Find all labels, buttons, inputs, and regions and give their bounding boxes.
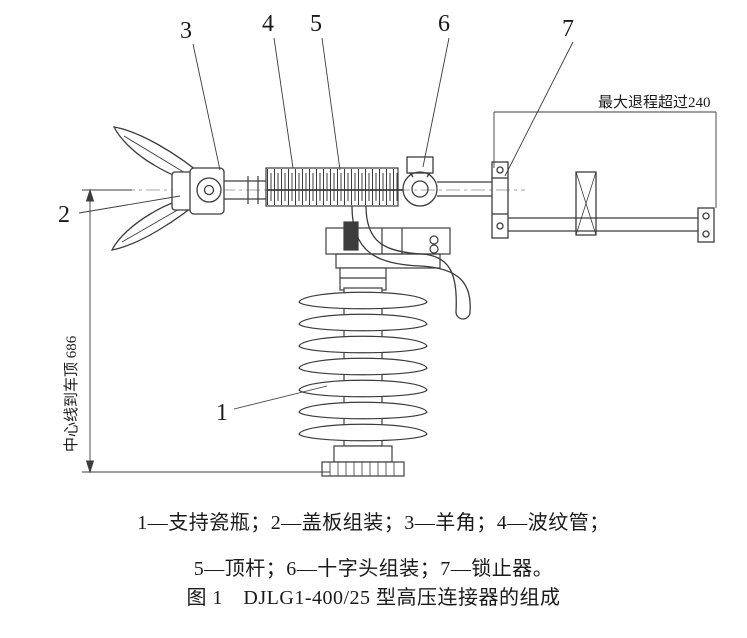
figure-captions: 1—支持瓷瓶；2—盖板组装；3—羊角；4—波纹管； 5—顶杆；6—十字头组装；7… xyxy=(0,506,747,610)
legend-line-1: 1—支持瓷瓶；2—盖板组装；3—羊角；4—波纹管； xyxy=(137,512,610,534)
part-label-7: 7 xyxy=(562,16,574,42)
dimension-left xyxy=(82,188,330,474)
lock-device-drawing xyxy=(491,161,715,243)
cover-plate-assembly-drawing xyxy=(171,167,225,215)
part-label-1: 1 xyxy=(216,400,228,426)
hub-circle xyxy=(196,177,222,203)
leader-lines xyxy=(78,37,574,410)
dimension-top xyxy=(493,111,717,208)
legend-line-2: 5—顶杆；6—十字头组装；7—锁止器。 xyxy=(193,558,554,580)
part-label-3: 3 xyxy=(180,18,192,44)
bellows-drawing xyxy=(265,167,399,207)
figure-title: 图 1 DJLG1-400/25 型高压连接器的组成 xyxy=(186,587,561,609)
part-label-2: 2 xyxy=(58,202,70,228)
technical-drawing: 中心线到车顶 686 最大退程超过240 3 4 5 6 7 2 1 xyxy=(58,11,717,477)
insulator-drawing xyxy=(298,267,428,477)
crosshead-assembly-drawing xyxy=(402,156,492,207)
part-label-6: 6 xyxy=(438,11,450,37)
part-label-5: 5 xyxy=(310,11,322,37)
shaft-drawing xyxy=(224,176,266,204)
insulator-base-hatch xyxy=(329,462,395,476)
dimension-left-label: 中心线到车顶 686 xyxy=(63,335,80,452)
mounting-bracket-drawing xyxy=(325,221,451,269)
dimension-top-label: 最大退程超过240 xyxy=(598,94,711,111)
part-label-4: 4 xyxy=(262,11,274,37)
